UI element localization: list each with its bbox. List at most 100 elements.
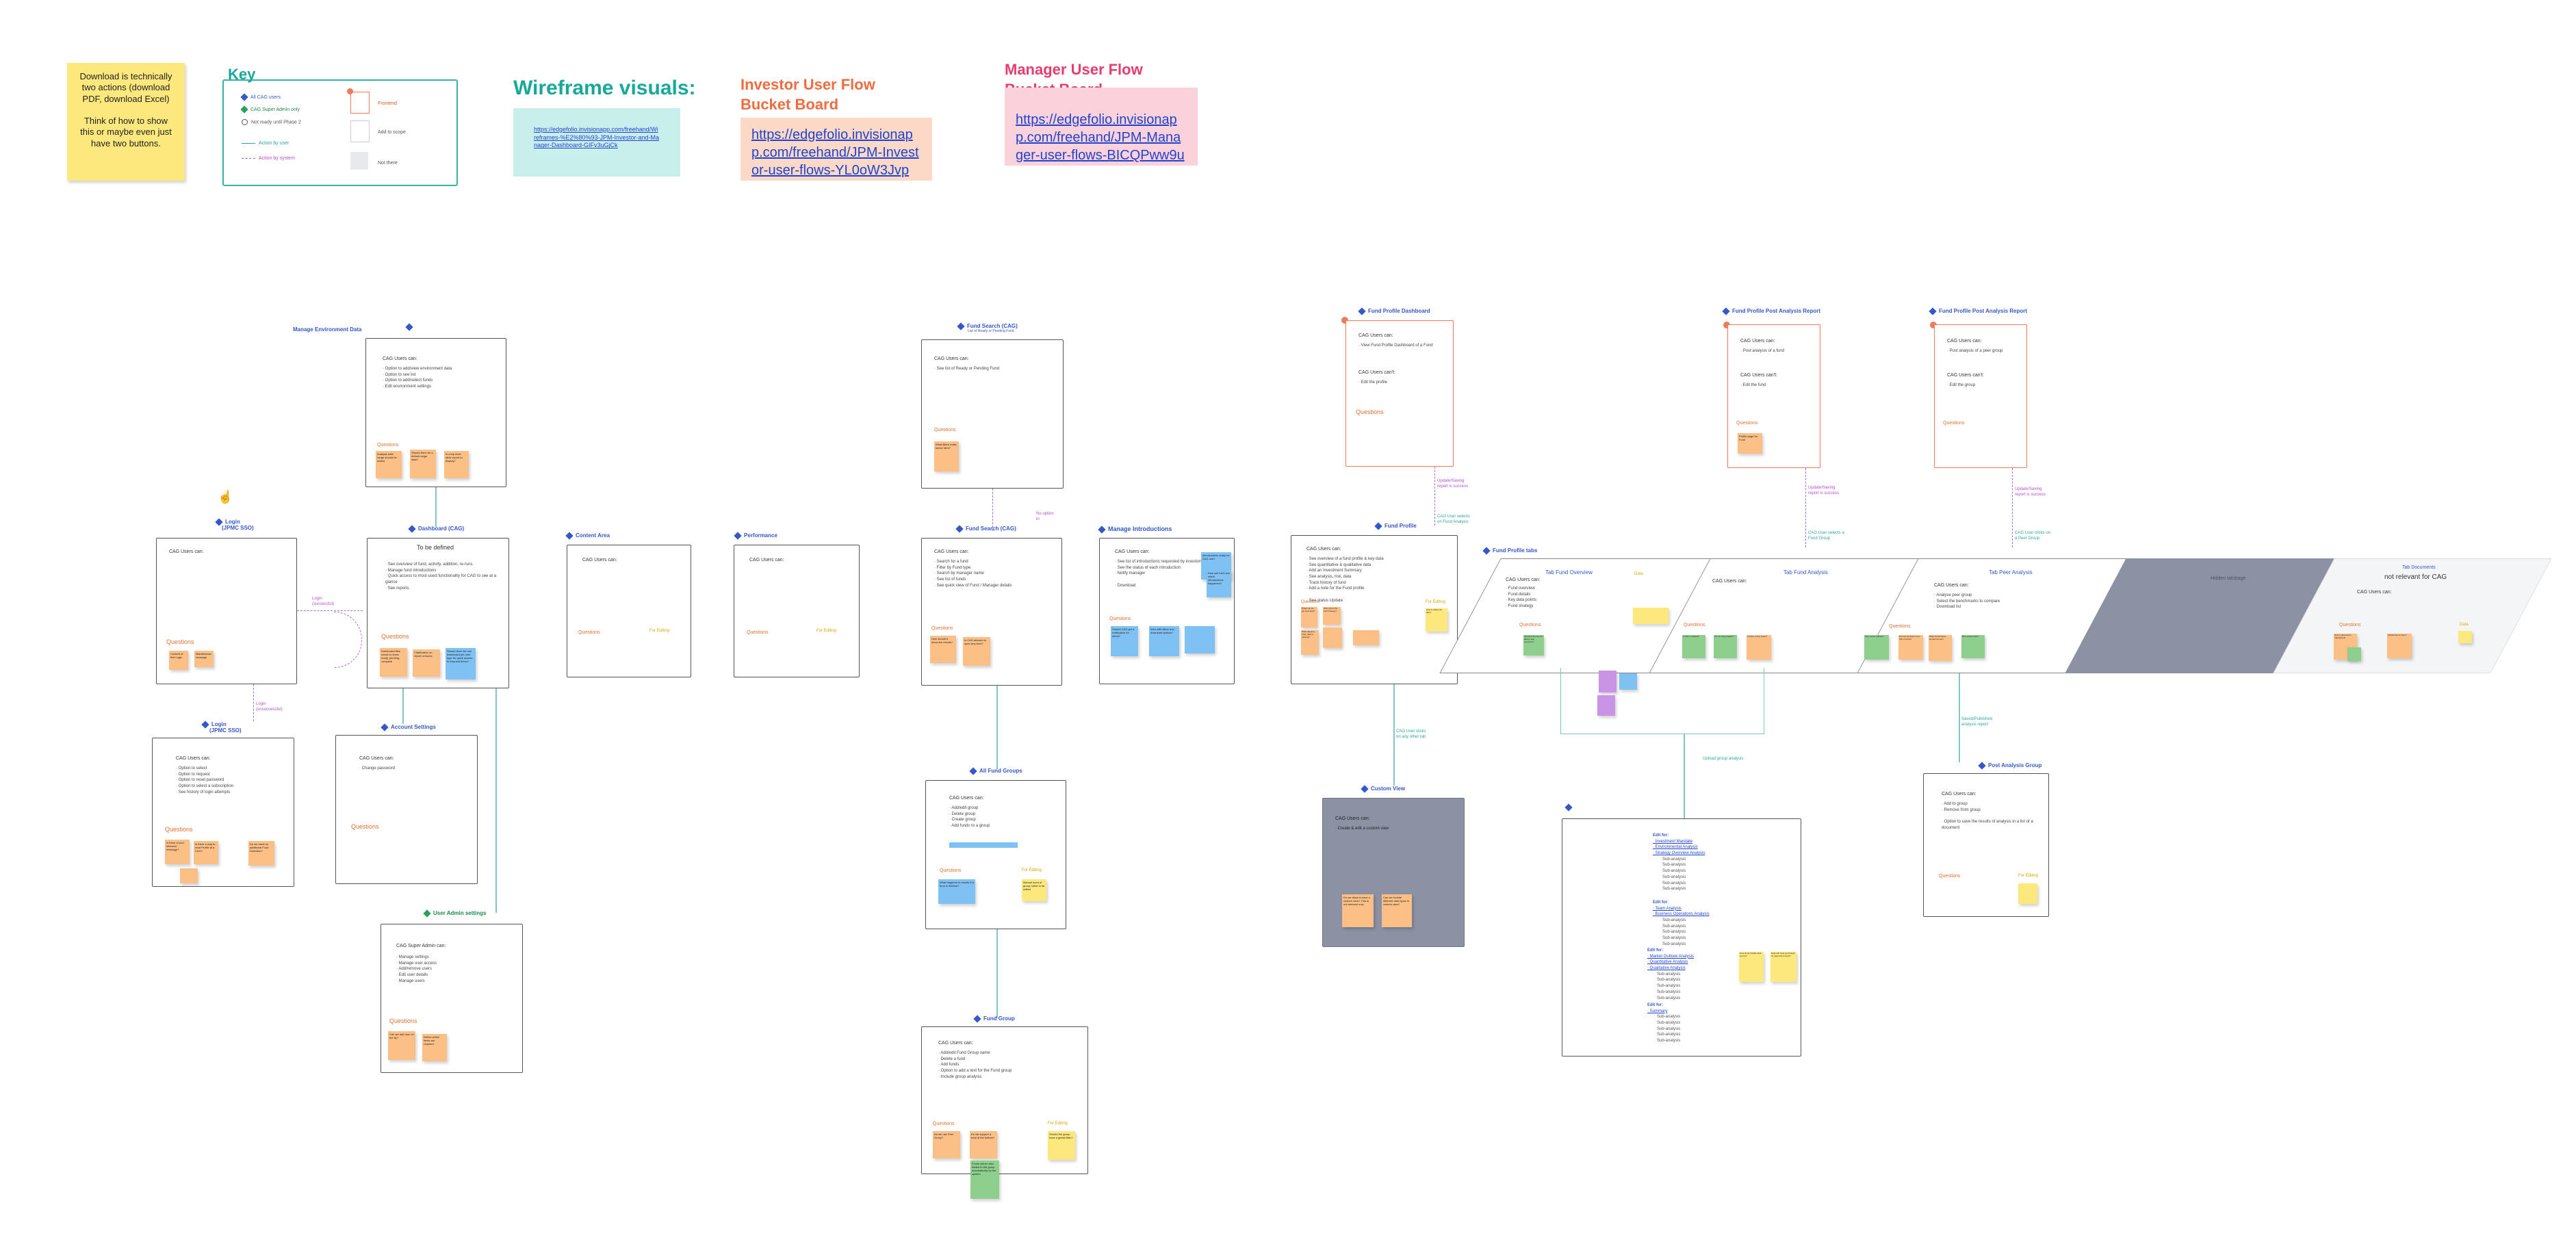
sticky[interactable]: What benchmarks should we use? [1929,635,1952,661]
sticky[interactable]: Clarification on report versions [413,649,440,677]
sticky[interactable]: Should CAG get a notification for intros… [1111,626,1138,656]
sticky[interactable]: Should this be here? [2387,634,2412,658]
sticky[interactable] [1323,627,1342,648]
frame-intros[interactable]: CAG Users can: · See list of introductio… [1099,538,1235,684]
sticky[interactable] [180,868,198,883]
edit-link[interactable]: · Business Operations Analysis [1653,912,1710,917]
fp-post2-title: Fund Profile Post Analysis Report [1939,308,2028,314]
sticky[interactable] [2347,647,2361,661]
frame-login[interactable]: CAG Users can: Questions Content of firs… [156,538,297,684]
sticky[interactable]: Should there be one dashboard per user t… [446,648,476,679]
sticky[interactable]: Do we allow to save a custom view? This … [1342,894,1374,927]
investor-flow-title: Investor User Flow Bucket Board [740,75,875,114]
wireframe-link-box[interactable]: https://edgefolio.invisionapp.com/freeha… [513,108,680,177]
frame-fund-profile[interactable]: CAG Users can: · See overview of a fund … [1291,535,1458,684]
frame-post-group[interactable]: CAG Users can: · Add to group· Remove fr… [1923,773,2049,917]
sticky[interactable]: Can we include different data types in c… [1382,894,1412,927]
sticky[interactable]: Do we use Peer Group? [933,1131,960,1158]
manager-link-box[interactable]: https://edgefolio.invisionapp.com/freeha… [1005,88,1198,166]
sticky[interactable]: Can we compare more than 2 funds? [1898,635,1923,660]
sticky[interactable] [1599,671,1617,692]
sticky[interactable]: Is there a way to read Profile at a CAG? [194,841,218,864]
frame-fund-search[interactable]: CAG Users can: · See list of Ready or Pe… [921,339,1064,489]
sticky[interactable]: How will CAG see which introductions hap… [1207,570,1231,597]
frame-all-groups[interactable]: CAG Users can: · Add/edit group· Delete … [925,780,1066,929]
manager-link[interactable]: https://edgefolio.invisionapp.com/freeha… [1016,112,1185,163]
investor-link-box[interactable]: https://edgefolio.invisionapp.com/freeha… [740,118,932,181]
sticky[interactable]: Funds will be also added to the group au… [970,1161,999,1199]
sticky[interactable] [1633,608,1669,624]
sticky[interactable] [1185,626,1215,653]
frame-fp-post-analysis-2[interactable]: CAG Users can: · Post analysis of a peer… [1934,324,2027,468]
frame-fund-search2[interactable]: CAG Users can: · Search for a fund· Filt… [921,538,1062,686]
frame-login2[interactable]: CAG Users can: · Option to select· Optio… [152,738,294,887]
sticky[interactable]: Can we add user on the fly? [388,1031,415,1060]
connector-dash-account [402,688,404,724]
sticky[interactable]: Intro with filters and download options? [1149,626,1179,656]
sticky[interactable]: Where do we get fund tags? [1301,607,1317,627]
frame-text: CAG Users can: [359,756,394,761]
sticky[interactable]: Is CAG allowed to open any fund? [963,637,990,666]
diamond-icon [201,721,209,729]
sticky[interactable] [1619,673,1637,690]
sticky[interactable]: Is a top level table report to display? [444,451,469,478]
frame-text: CAG Users can't: [1740,373,1777,378]
sticky[interactable]: Should the group have a global filter? [1048,1131,1075,1160]
sticky[interactable]: Are we using sliders? [1714,635,1737,658]
sticky[interactable] [1597,695,1615,716]
sticky[interactable]: How do we handle data source? [1739,952,1764,982]
sticky[interactable] [2458,631,2472,643]
sticky[interactable]: Peer group selection [1864,635,1889,660]
edit-link[interactable]: · Quantitative Analysis [1647,960,1688,965]
sticky[interactable]: Manual input of group name to be edited [1022,879,1046,901]
sticky[interactable]: Who enters the fund strategy? [1323,607,1341,625]
edit-link[interactable]: · Market Outlook Analysis [1647,954,1695,959]
sticky[interactable]: Should there be a default range data? [410,450,436,478]
note-download-sticky[interactable]: Download is technically two actions (dow… [67,63,185,181]
sticky[interactable]: Peer group limits? [1961,635,1985,658]
sticky[interactable]: Is there a drop down? [1747,635,1771,660]
frame-performance[interactable]: CAG Users can: Questions For Editing [734,545,860,677]
sticky[interactable]: Is there a fund selected message? [165,840,190,864]
frame-custom-view[interactable]: CAG Users can: · Create & edit a custom … [1322,798,1465,947]
investor-link[interactable]: https://edgefolio.invisionapp.com/freeha… [751,127,919,178]
frame-manage-env[interactable]: CAG Users can: · Option to add/view envi… [365,338,506,487]
dashed-line-icon [242,157,255,159]
sticky[interactable]: Is there a default? [1682,635,1705,658]
group-input-bar[interactable] [949,842,1018,848]
frame-edit[interactable]: Edit for: · Investment Mandate · Environ… [1562,818,1801,1057]
edit-link[interactable]: · Investment Mandate [1653,839,1693,844]
key-item-all-users: All CAG users [240,93,281,101]
frame-dashboard[interactable]: To be defined · See overview of fund, ac… [367,538,509,688]
edit-link[interactable]: · Summary [1647,1009,1668,1013]
edit-link[interactable]: · Strategy Overview Analysis [1653,851,1705,856]
sticky[interactable]: Dashboard tiles needs to show ready, pen… [380,648,407,677]
frame-fp-post-analysis[interactable]: CAG Users can: · Post analysis of a fund… [1727,324,1820,468]
frame-fp-dashboard[interactable]: CAG Users can: · View Fund Profile Dashb… [1345,320,1454,467]
sticky[interactable] [2018,883,2037,904]
sticky[interactable]: Should CAG use be able to see summary? [1523,635,1544,656]
sticky[interactable]: Analysis date range should be added [376,451,402,478]
sticky[interactable]: What happens when data is missing? [1301,630,1319,655]
frame-fund-group[interactable]: CAG Users can: · Add/edit Fund Group nam… [921,1026,1088,1174]
frame-account[interactable]: CAG Users can: · Change password Questio… [335,735,478,884]
sticky[interactable]: Profile page for Fund [1738,433,1762,454]
hidden-tab-label: Hidden tab/page [2211,576,2246,581]
sticky[interactable]: How should it show the results? [930,636,956,663]
sticky[interactable]: What filters make sense here? [934,441,959,471]
sticky[interactable]: Data edit must go through an approval pr… [1770,952,1796,982]
sticky[interactable]: How to define the tabs? [1426,608,1447,632]
sticky[interactable]: Maintenance message [194,651,214,667]
wireframe-link[interactable]: https://edgefolio.invisionapp.com/freeha… [534,126,660,149]
edit-link[interactable]: · Environmental Analysis [1653,845,1698,850]
edit-link[interactable]: · Team Analysis [1653,906,1682,911]
sticky[interactable]: What happens to results if a fund is del… [938,879,975,904]
sticky[interactable]: Do we support a total at the bottom? [970,1131,997,1158]
sticky[interactable]: Define which fields are required [422,1034,447,1061]
sticky[interactable]: Content of first Login [169,651,188,670]
sticky[interactable] [1353,630,1379,645]
sticky[interactable]: Do we need an additional Fund Selection? [248,841,274,866]
edit-link[interactable]: · Qualitative Analysis [1647,966,1686,971]
frame-user-mgmt[interactable]: CAG Super Admin can: · Manage settings· … [381,924,523,1073]
frame-content-area[interactable]: CAG Users can: Questions For Editing [567,545,691,677]
